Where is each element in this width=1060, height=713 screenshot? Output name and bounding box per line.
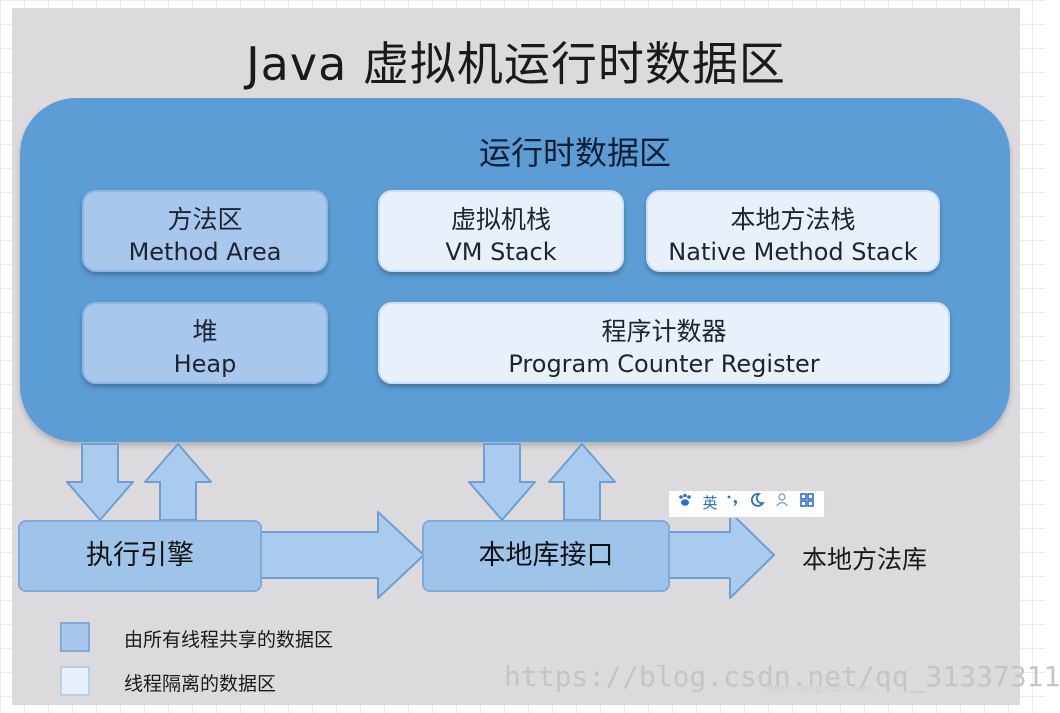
down-arrow-engine <box>66 443 134 521</box>
ime-toolbar[interactable]: 英 <box>668 490 825 518</box>
legend-shared-label: 由所有线程共享的数据区 <box>124 629 334 651</box>
right-arrow-to-library <box>667 511 775 599</box>
heap-cn: 堆 <box>192 317 218 346</box>
punctuation-icon[interactable] <box>726 491 740 517</box>
runtime-area-title: 运行时数据区 <box>478 134 671 172</box>
method-area-cn: 方法区 <box>167 205 243 234</box>
heap-en: Heap <box>173 350 237 378</box>
user-icon[interactable] <box>774 491 790 517</box>
up-arrow-interface <box>548 443 616 521</box>
language-icon[interactable]: 英 <box>702 495 718 512</box>
vm-stack-en: VM Stack <box>445 238 557 266</box>
paw-icon[interactable] <box>677 491 693 517</box>
pc-register-cn: 程序计数器 <box>601 317 727 346</box>
pc-register-box: 程序计数器 Program Counter Register <box>378 302 950 384</box>
watermark-small-text: https://blog.csdn.net/... <box>764 684 881 695</box>
diagram-title: Java 虚拟机运行时数据区 <box>246 37 786 91</box>
moon-icon[interactable] <box>749 491 766 517</box>
native-stack-box: 本地方法栈 Native Method Stack <box>646 190 940 272</box>
watermark-text: https://blog.csdn.net/qq_31337311 <box>504 660 1060 693</box>
native-stack-cn: 本地方法栈 <box>730 205 856 234</box>
method-area-en: Method Area <box>128 238 282 266</box>
right-arrow-to-interface <box>259 511 425 599</box>
flow-arrows <box>66 443 775 599</box>
legend-isolated-label: 线程隔离的数据区 <box>124 673 277 695</box>
heap-box: 堆 Heap <box>82 302 328 384</box>
legend-isolated-swatch <box>60 666 90 696</box>
native-library-label: 本地方法库 <box>802 545 928 574</box>
grid-icon[interactable] <box>799 491 815 517</box>
up-arrow-engine <box>144 443 212 521</box>
down-arrow-interface <box>468 443 536 521</box>
native-interface-box: 本地库接口 <box>422 520 670 592</box>
vm-stack-box: 虚拟机栈 VM Stack <box>378 190 624 272</box>
legend-shared-swatch <box>60 622 90 652</box>
vm-stack-cn: 虚拟机栈 <box>450 205 551 234</box>
execution-engine-box: 执行引擎 <box>18 520 262 592</box>
diagram-canvas: Java 虚拟机运行时数据区 运行时数据区 方法区 Method Area 虚拟… <box>12 8 1060 705</box>
pc-register-en: Program Counter Register <box>508 350 820 378</box>
method-area-box: 方法区 Method Area <box>82 190 328 272</box>
native-stack-en: Native Method Stack <box>668 238 918 266</box>
